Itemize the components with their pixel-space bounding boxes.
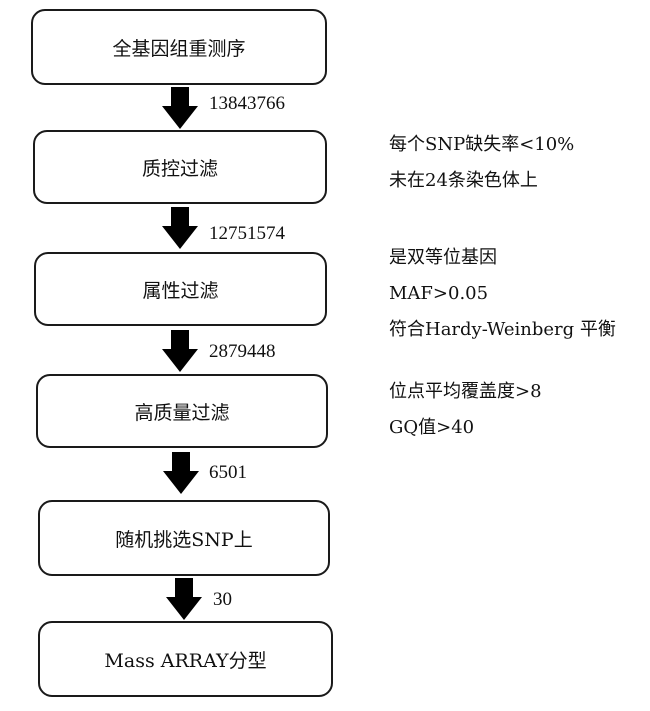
down-arrow-icon: [163, 452, 199, 494]
criterion-text: 未在24条染色体上: [389, 170, 538, 191]
count-after-attribute-filter: 2879448: [209, 341, 276, 362]
count-after-qc: 12751574: [209, 223, 285, 244]
step-label: 全基因组重测序: [112, 37, 246, 60]
criterion-text: 每个SNP缺失率<10%: [389, 134, 575, 155]
quality-criteria: 位点平均覆盖度>8 GQ值>40: [389, 374, 542, 446]
count-after-quality-filter: 6501: [209, 462, 247, 483]
count-selected-snps: 30: [213, 589, 232, 610]
qc-criteria: 每个SNP缺失率<10% 未在24条染色体上: [389, 127, 574, 199]
criterion-text: 符合Hardy-Weinberg 平衡: [389, 319, 616, 340]
step-label: 属性过滤: [142, 279, 219, 302]
step-attribute-filter: 属性过滤: [34, 252, 327, 326]
step-label: Mass ARRAY分型: [104, 649, 267, 672]
count-after-sequencing: 13843766: [209, 93, 285, 114]
down-arrow-icon: [166, 578, 202, 620]
criterion-text: 位点平均覆盖度>8: [389, 381, 542, 402]
down-arrow-icon: [162, 330, 198, 372]
step-quality-control-filter: 质控过滤: [33, 130, 327, 204]
step-label: 高质量过滤: [134, 401, 230, 424]
attribute-criteria: 是双等位基因 MAF>0.05 符合Hardy-Weinberg 平衡: [389, 240, 616, 348]
step-random-snp-selection: 随机挑选SNP上: [38, 500, 330, 576]
criterion-text: GQ值>40: [389, 417, 475, 438]
step-whole-genome-resequencing: 全基因组重测序: [31, 9, 327, 85]
step-mass-array-genotyping: Mass ARRAY分型: [38, 621, 333, 697]
criterion-text: MAF>0.05: [389, 283, 489, 304]
step-label: 质控过滤: [141, 157, 218, 180]
criterion-text: 是双等位基因: [389, 247, 497, 268]
down-arrow-icon: [162, 207, 198, 249]
step-label: 随机挑选SNP上: [115, 528, 253, 551]
step-high-quality-filter: 高质量过滤: [36, 374, 328, 448]
down-arrow-icon: [162, 87, 198, 129]
